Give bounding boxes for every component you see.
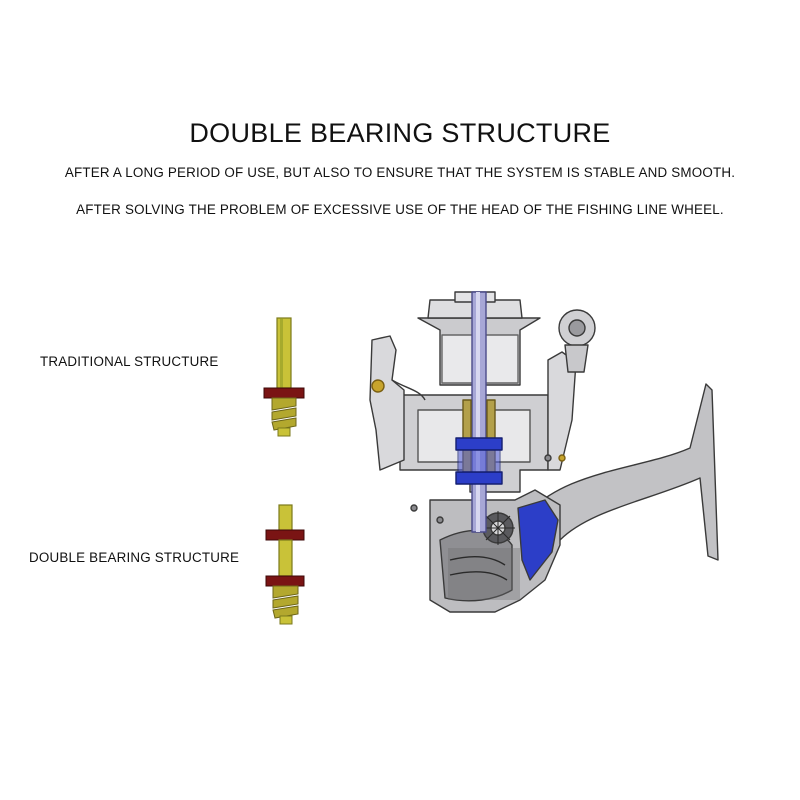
blue-gear-cover (517, 499, 559, 581)
right-bail-arm (547, 351, 577, 471)
page-title: DOUBLE BEARING STRUCTURE (189, 118, 611, 148)
line-roller-icon (371, 379, 385, 393)
description-line-1: AFTER A LONG PERIOD OF USE, BUT ALSO TO … (64, 165, 736, 180)
fishing-reel-cutaway-icon (369, 291, 719, 613)
reel-lower-bearing-icon (455, 471, 503, 485)
double-bearing-structure-label: DOUBLE BEARING STRUCTURE (29, 550, 240, 565)
description-line-2: AFTER SOLVING THE PROBLEM OF EXCESSIVE U… (76, 202, 724, 217)
upper-bearing-icon (265, 529, 305, 541)
traditional-structure-label: TRADITIONAL STRUCTURE (40, 354, 219, 369)
traditional-bearing-icon (263, 387, 305, 399)
double-bearing-shaft-icon (265, 504, 305, 625)
traditional-shaft-icon (263, 317, 305, 437)
reel-foot-arm (521, 383, 719, 561)
left-bail-arm (369, 335, 405, 471)
reel-upper-bearing-icon (455, 437, 503, 451)
lower-bearing-icon (265, 575, 305, 587)
